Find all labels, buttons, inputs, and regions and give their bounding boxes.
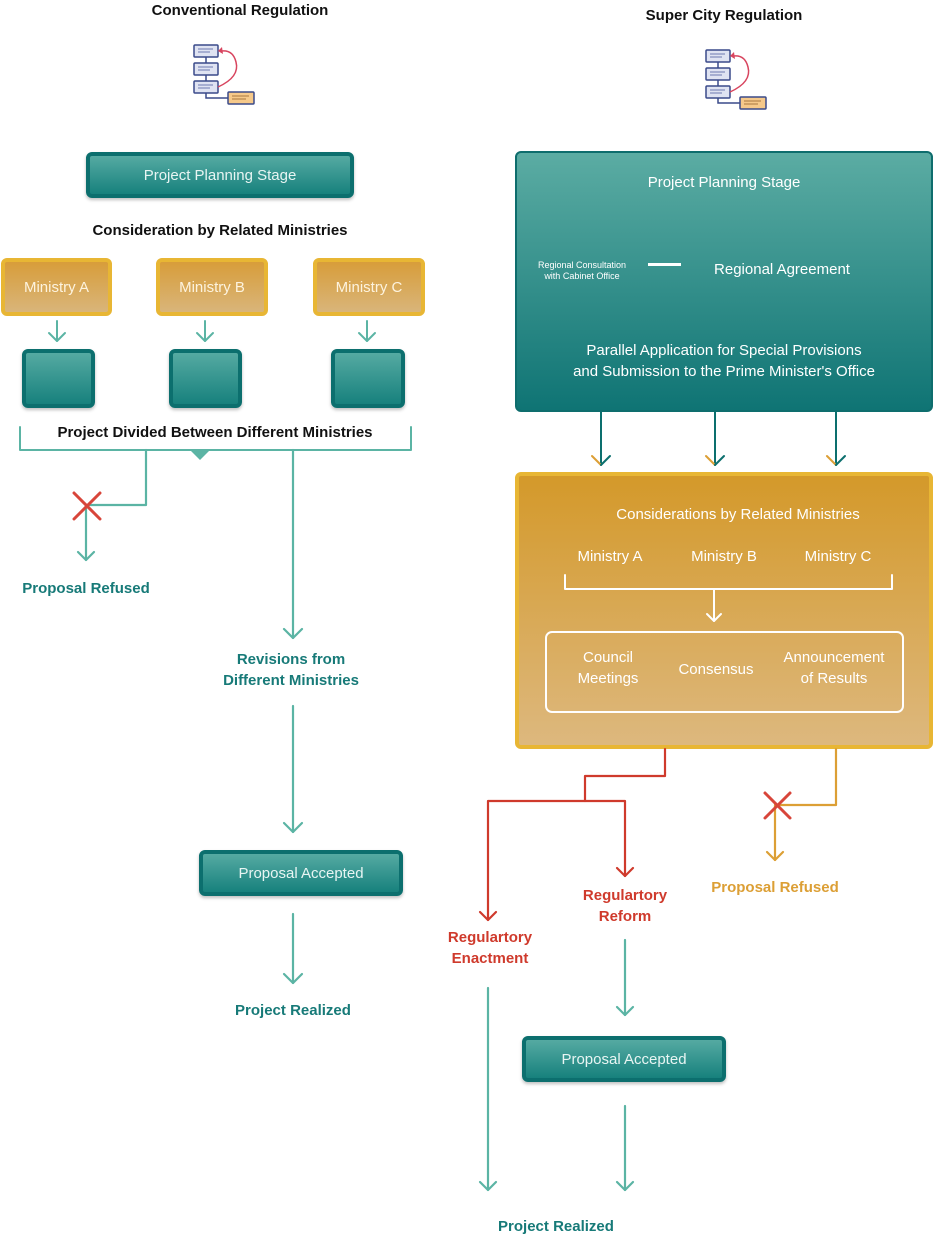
right-consultation-line-2: with Cabinet Office (544, 271, 620, 281)
right-council-line-2: Meetings (577, 670, 639, 687)
cross-icon (763, 791, 792, 820)
left-revisions-label-1: Revisions from (236, 651, 346, 668)
left-consideration-label: Consideration by Related Ministries (92, 222, 348, 239)
cross-icon (72, 491, 102, 521)
right-ministry-c: Ministry C (804, 548, 872, 565)
right-reform-line-1: Regulartory (582, 887, 668, 904)
right-proposal-accepted: Proposal Accepted (522, 1036, 726, 1082)
right-announcement-line-2: of Results (800, 670, 868, 687)
right-planning-stage: Project Planning Stage (647, 174, 801, 191)
left-proposal-accepted: Proposal Accepted (199, 850, 403, 896)
right-title: Super City Regulation (645, 7, 803, 24)
right-parallel-line-2: and Submission to the Prime Minister's O… (573, 363, 875, 380)
right-enactment-line-1: Regulartory (447, 929, 533, 946)
left-ministry-a-box (22, 349, 95, 408)
left-ministry-a: Ministry A (1, 258, 112, 316)
right-agreement-label: Regional Agreement (714, 261, 850, 278)
left-revisions-label-2: Different Ministries (223, 672, 359, 689)
left-title: Conventional Regulation (151, 2, 329, 19)
left-ministry-b: Ministry B (156, 258, 268, 316)
right-ministry-a: Ministry A (577, 548, 643, 565)
right-council-box (545, 631, 904, 713)
right-council-line-1: Council (582, 649, 634, 666)
right-project-realized: Project Realized (498, 1218, 614, 1235)
right-planning-panel (515, 151, 933, 412)
left-refused-label: Proposal Refused (22, 580, 150, 597)
consultation-connector (648, 263, 681, 266)
left-project-realized: Project Realized (235, 1002, 351, 1019)
right-reform-line-2: Reform (598, 908, 652, 925)
right-consensus-label: Consensus (678, 661, 754, 678)
right-announcement-line-1: Announcement (783, 649, 885, 666)
right-ministry-b: Ministry B (691, 548, 757, 565)
right-consultation-line-1: Regional Consultation (537, 260, 627, 270)
left-ministry-c: Ministry C (313, 258, 425, 316)
right-refused-label: Proposal Refused (711, 879, 839, 896)
flowchart-icon (705, 49, 767, 110)
flowchart-icon (193, 44, 255, 105)
right-parallel-line-1: Parallel Application for Special Provisi… (586, 342, 862, 359)
right-considerations-label: Considerations by Related Ministries (616, 506, 860, 523)
left-planning-stage: Project Planning Stage (86, 152, 354, 198)
right-enactment-line-2: Enactment (451, 950, 529, 967)
left-ministry-b-box (169, 349, 242, 408)
arrow-down-icon (48, 320, 376, 342)
left-divided-label: Project Divided Between Different Minist… (57, 424, 373, 441)
left-ministry-c-box (331, 349, 405, 408)
right-considerations-panel (515, 472, 933, 749)
